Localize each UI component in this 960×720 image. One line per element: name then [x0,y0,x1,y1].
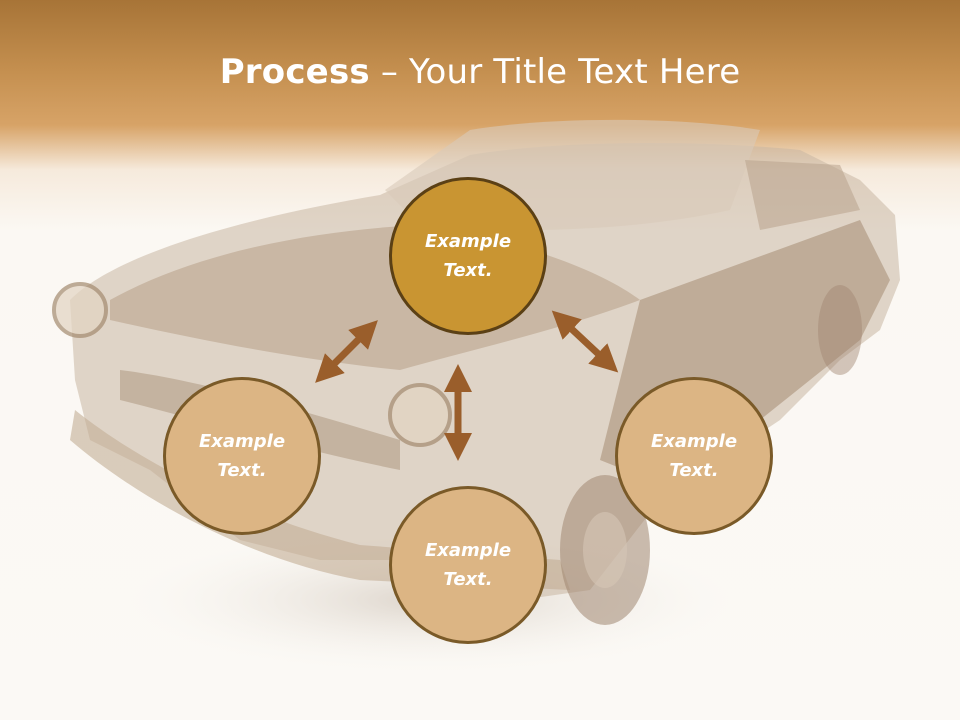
node-right-label: Example Text. [650,431,738,481]
node-left[interactable]: Example Text. [163,377,321,535]
node-top-label: Example Text. [424,231,512,281]
car-side-window [745,160,860,230]
car-rear-wheel [818,285,862,375]
slide-title: Process – Your Title Text Here [0,52,960,92]
node-bottom[interactable]: Example Text. [389,486,547,644]
title-bold: Process [219,52,370,92]
node-top[interactable]: Example Text. [389,177,547,335]
node-left-label: Example Text. [198,431,286,481]
car-headlight-left [52,282,108,338]
car-headlight-right [388,383,452,447]
car-wheel-hub [583,512,627,588]
title-rest: – Your Title Text Here [369,52,741,92]
node-right[interactable]: Example Text. [615,377,773,535]
node-bottom-label: Example Text. [424,540,512,590]
